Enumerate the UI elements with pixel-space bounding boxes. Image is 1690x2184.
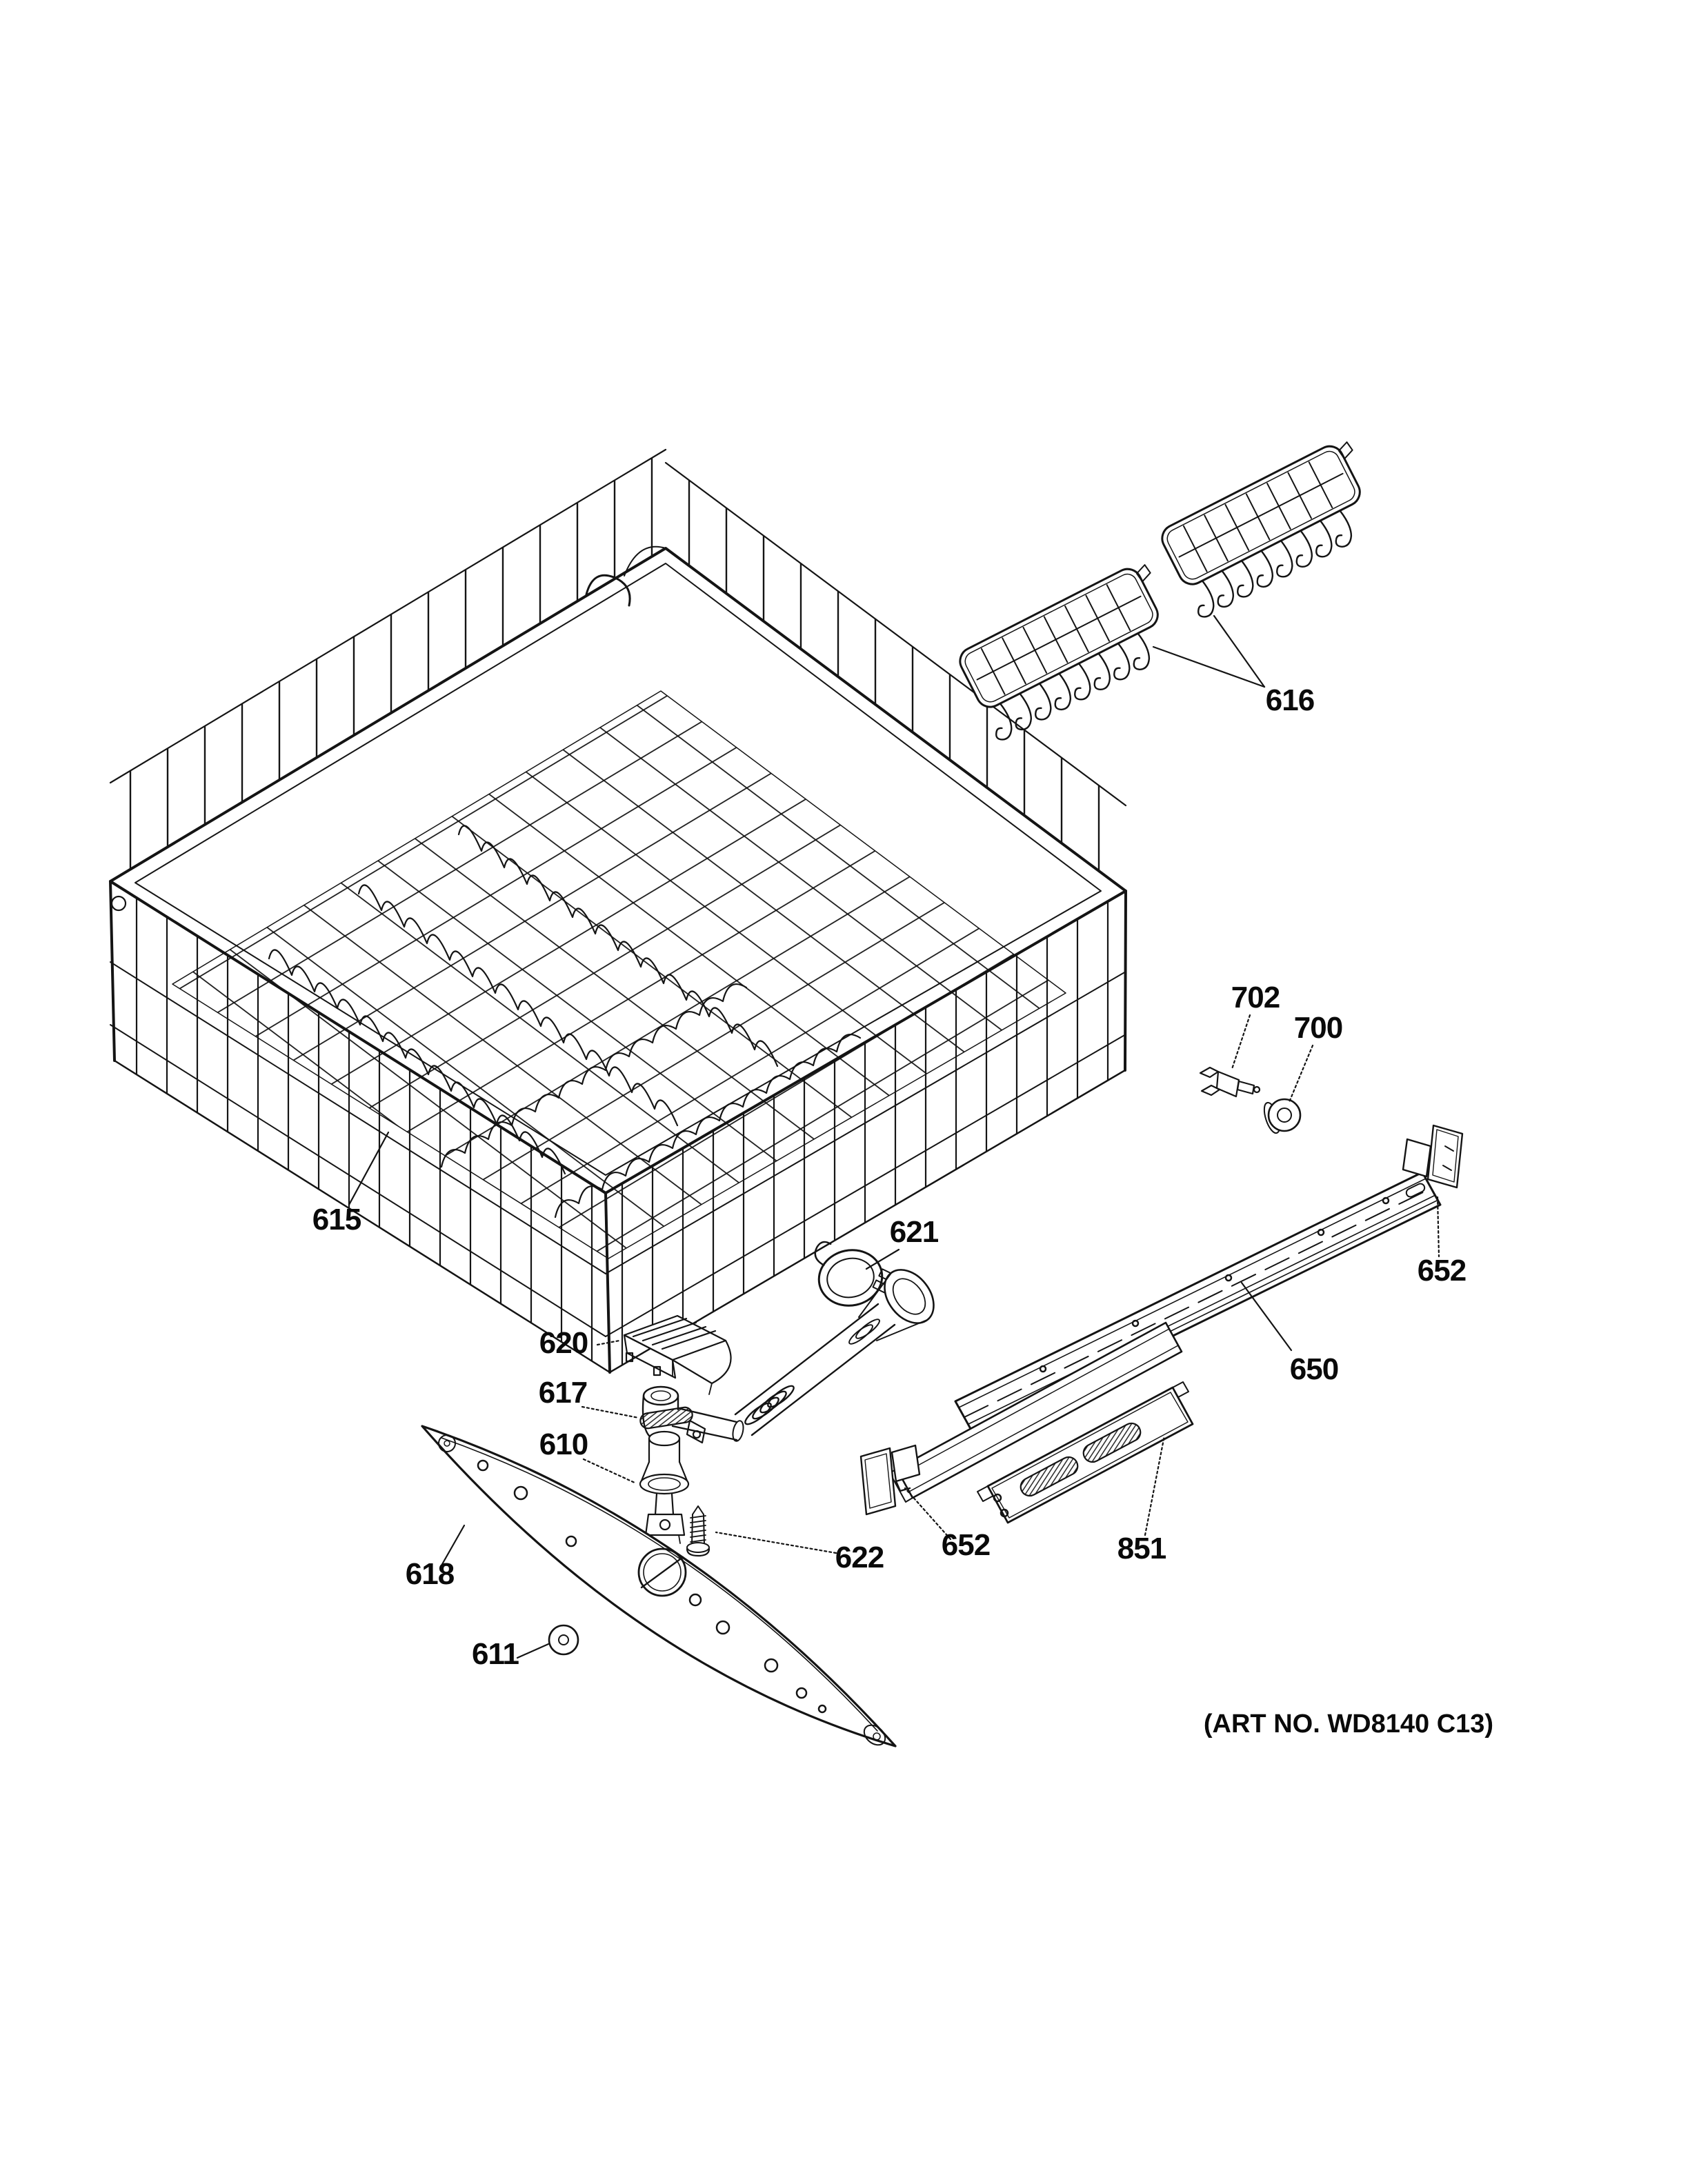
water-feed-drawing [639, 1406, 706, 1544]
leader-lines [348, 614, 1440, 1659]
callout-622: 622 [835, 1541, 884, 1574]
callout-615: 615 [312, 1203, 361, 1236]
callout-702: 702 [1231, 981, 1280, 1014]
leader-616-b [1213, 614, 1266, 688]
callout-610: 610 [539, 1427, 588, 1461]
leader-652-right [1436, 1196, 1440, 1258]
leader-616-a [1152, 645, 1266, 688]
leader-851 [1144, 1434, 1166, 1536]
callout-700: 700 [1294, 1011, 1342, 1045]
leader-610 [582, 1458, 636, 1484]
leader-621 [865, 1248, 900, 1270]
rack-support-drawing [623, 1314, 732, 1395]
callout-616: 616 [1266, 683, 1314, 717]
callout-620: 620 [539, 1326, 588, 1360]
callout-851: 851 [1117, 1532, 1166, 1565]
leader-622 [715, 1531, 837, 1554]
screw-drawing [686, 1505, 710, 1557]
leader-702 [1231, 1014, 1251, 1070]
conduit-tube-drawing [734, 1269, 935, 1436]
callout-621: 621 [890, 1215, 939, 1249]
rack-roller-drawing [1263, 1098, 1302, 1134]
rail-bracket-left-drawing [859, 1444, 921, 1516]
leader-650 [1240, 1281, 1293, 1352]
leader-620 [596, 1339, 621, 1346]
leader-611 [516, 1643, 550, 1659]
support-bracket-drawing [977, 1381, 1194, 1524]
callout-617: 617 [539, 1376, 587, 1410]
callout-650: 650 [1290, 1352, 1338, 1386]
leader-700 [1288, 1044, 1314, 1103]
rail-bracket-right-drawing [1402, 1124, 1464, 1189]
callout-652-right: 652 [1418, 1254, 1466, 1288]
washer-drawing [548, 1624, 579, 1656]
leader-617 [581, 1405, 640, 1419]
callout-611: 611 [472, 1637, 519, 1671]
tine-insert-right-drawing [1161, 441, 1361, 621]
leader-652-left [904, 1487, 952, 1541]
callout-618: 618 [406, 1557, 455, 1591]
mount-clip-drawing [1199, 1066, 1261, 1098]
spray-arm-drawing [421, 1425, 897, 1747]
tine-insert-left-drawing [959, 564, 1159, 743]
slide-rail-drawing [889, 1171, 1442, 1503]
upper-rack-drawing [109, 448, 1127, 1374]
leader-615 [348, 1131, 390, 1206]
callout-652-left: 652 [942, 1528, 990, 1562]
art-number: (ART NO. WD8140 C13) [1204, 1710, 1493, 1739]
leader-618 [440, 1524, 466, 1567]
